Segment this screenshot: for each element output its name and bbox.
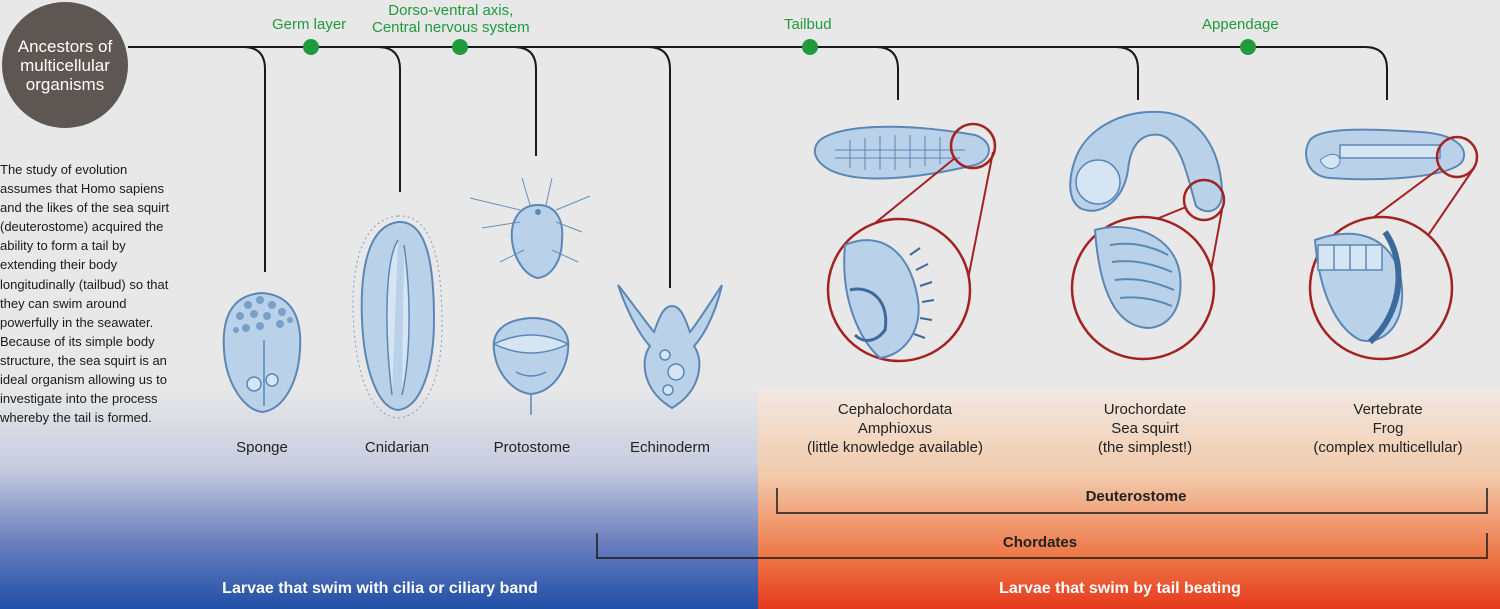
branch-amphioxus bbox=[875, 46, 899, 100]
node-tailbud bbox=[802, 39, 818, 55]
branch-sponge bbox=[242, 46, 266, 272]
label-deuterostome: Deuterostome bbox=[1085, 488, 1187, 505]
branch-protostome bbox=[513, 46, 537, 156]
branch-cnidarian bbox=[377, 46, 401, 192]
sponge-illustration bbox=[222, 291, 302, 414]
trait-label-tailbud: Tailbud bbox=[784, 16, 832, 33]
footer-cilia: Larvae that swim with cilia or ciliary b… bbox=[222, 580, 538, 597]
protostome-illustration bbox=[469, 177, 591, 415]
deuterostome-bracket bbox=[776, 488, 1488, 514]
node-appendage bbox=[1240, 39, 1256, 55]
label-protostome: Protostome bbox=[493, 439, 571, 456]
chordates-bracket bbox=[596, 533, 1488, 559]
amphioxus-illustration bbox=[813, 122, 997, 363]
ancestor-node: Ancestors of multicellular organisms bbox=[2, 2, 128, 128]
tail-background bbox=[758, 388, 1500, 609]
trait-label-appendage: Appendage bbox=[1202, 16, 1279, 33]
cilia-background bbox=[0, 388, 758, 609]
description-text: The study of evolution assumes that Homo… bbox=[0, 162, 170, 426]
label-chordates: Chordates bbox=[1002, 534, 1078, 551]
tree-main-line bbox=[128, 46, 1388, 100]
label-sea-squirt: Urochordate Sea squirt (the simplest!) bbox=[1097, 401, 1193, 456]
cnidarian-illustration bbox=[352, 215, 443, 419]
label-sponge: Sponge bbox=[236, 439, 288, 456]
sea-squirt-illustration bbox=[1069, 110, 1226, 361]
ancestor-label: Ancestors of multicellular organisms bbox=[17, 36, 113, 94]
echinoderm-illustration bbox=[617, 284, 723, 410]
label-frog: Vertebrate Frog (complex multicellular) bbox=[1313, 401, 1463, 456]
footer-tail: Larvae that swim by tail beating bbox=[999, 580, 1241, 597]
label-echinoderm: Echinoderm bbox=[629, 439, 711, 456]
label-amphioxus: Cephalochordata Amphioxus (little knowle… bbox=[807, 401, 983, 456]
trait-label-germ-layer: Germ layer bbox=[272, 16, 347, 33]
trait-label-dorso-ventral: Dorso-ventral axis, Central nervous syst… bbox=[372, 2, 530, 36]
frog-illustration bbox=[1305, 128, 1479, 361]
label-cnidarian: Cnidarian bbox=[364, 439, 430, 456]
branch-sea-squirt bbox=[1115, 46, 1139, 100]
node-dorso-ventral bbox=[452, 39, 468, 55]
branch-echinoderm bbox=[647, 46, 671, 288]
node-germ-layer bbox=[303, 39, 319, 55]
